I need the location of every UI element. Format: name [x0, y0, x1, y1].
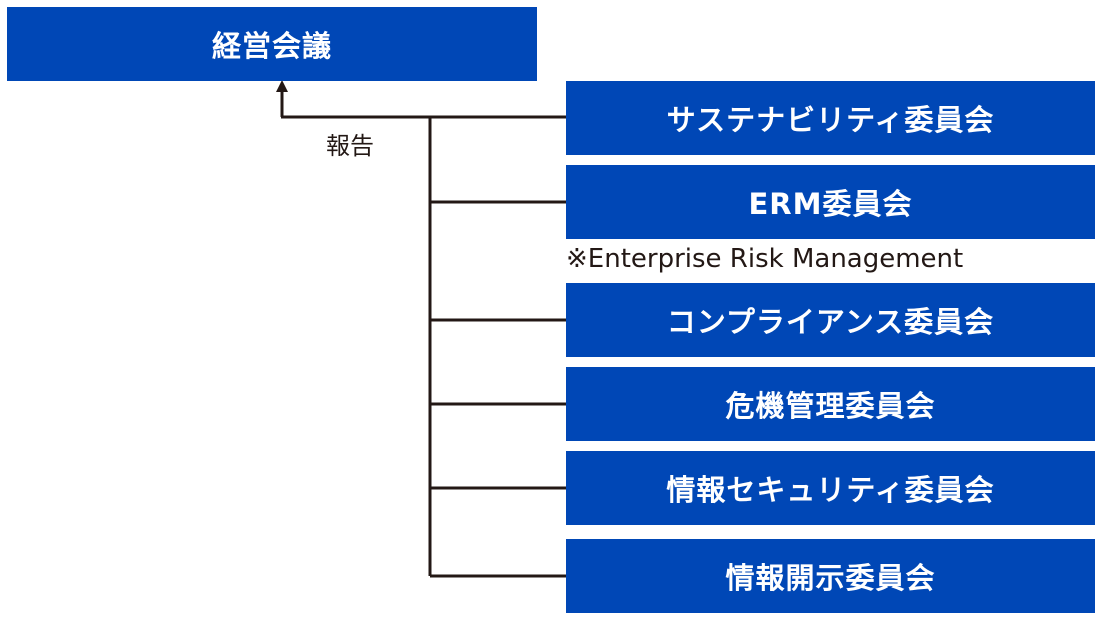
committee-compliance: コンプライアンス委員会	[566, 283, 1095, 357]
committee-information-disclosure: 情報開示委員会	[566, 539, 1095, 613]
committee-sustainability: サステナビリティ委員会	[566, 81, 1095, 155]
committee-information-security: 情報セキュリティ委員会	[566, 451, 1095, 525]
erm-note: ※Enterprise Risk Management	[566, 244, 964, 274]
committee-erm: ERM委員会	[566, 165, 1095, 239]
committee-crisis-management: 危機管理委員会	[566, 367, 1095, 441]
management-meeting-box: 経営会議	[7, 7, 537, 81]
report-label: 報告	[326, 132, 374, 160]
report-arrow-head	[276, 80, 288, 92]
